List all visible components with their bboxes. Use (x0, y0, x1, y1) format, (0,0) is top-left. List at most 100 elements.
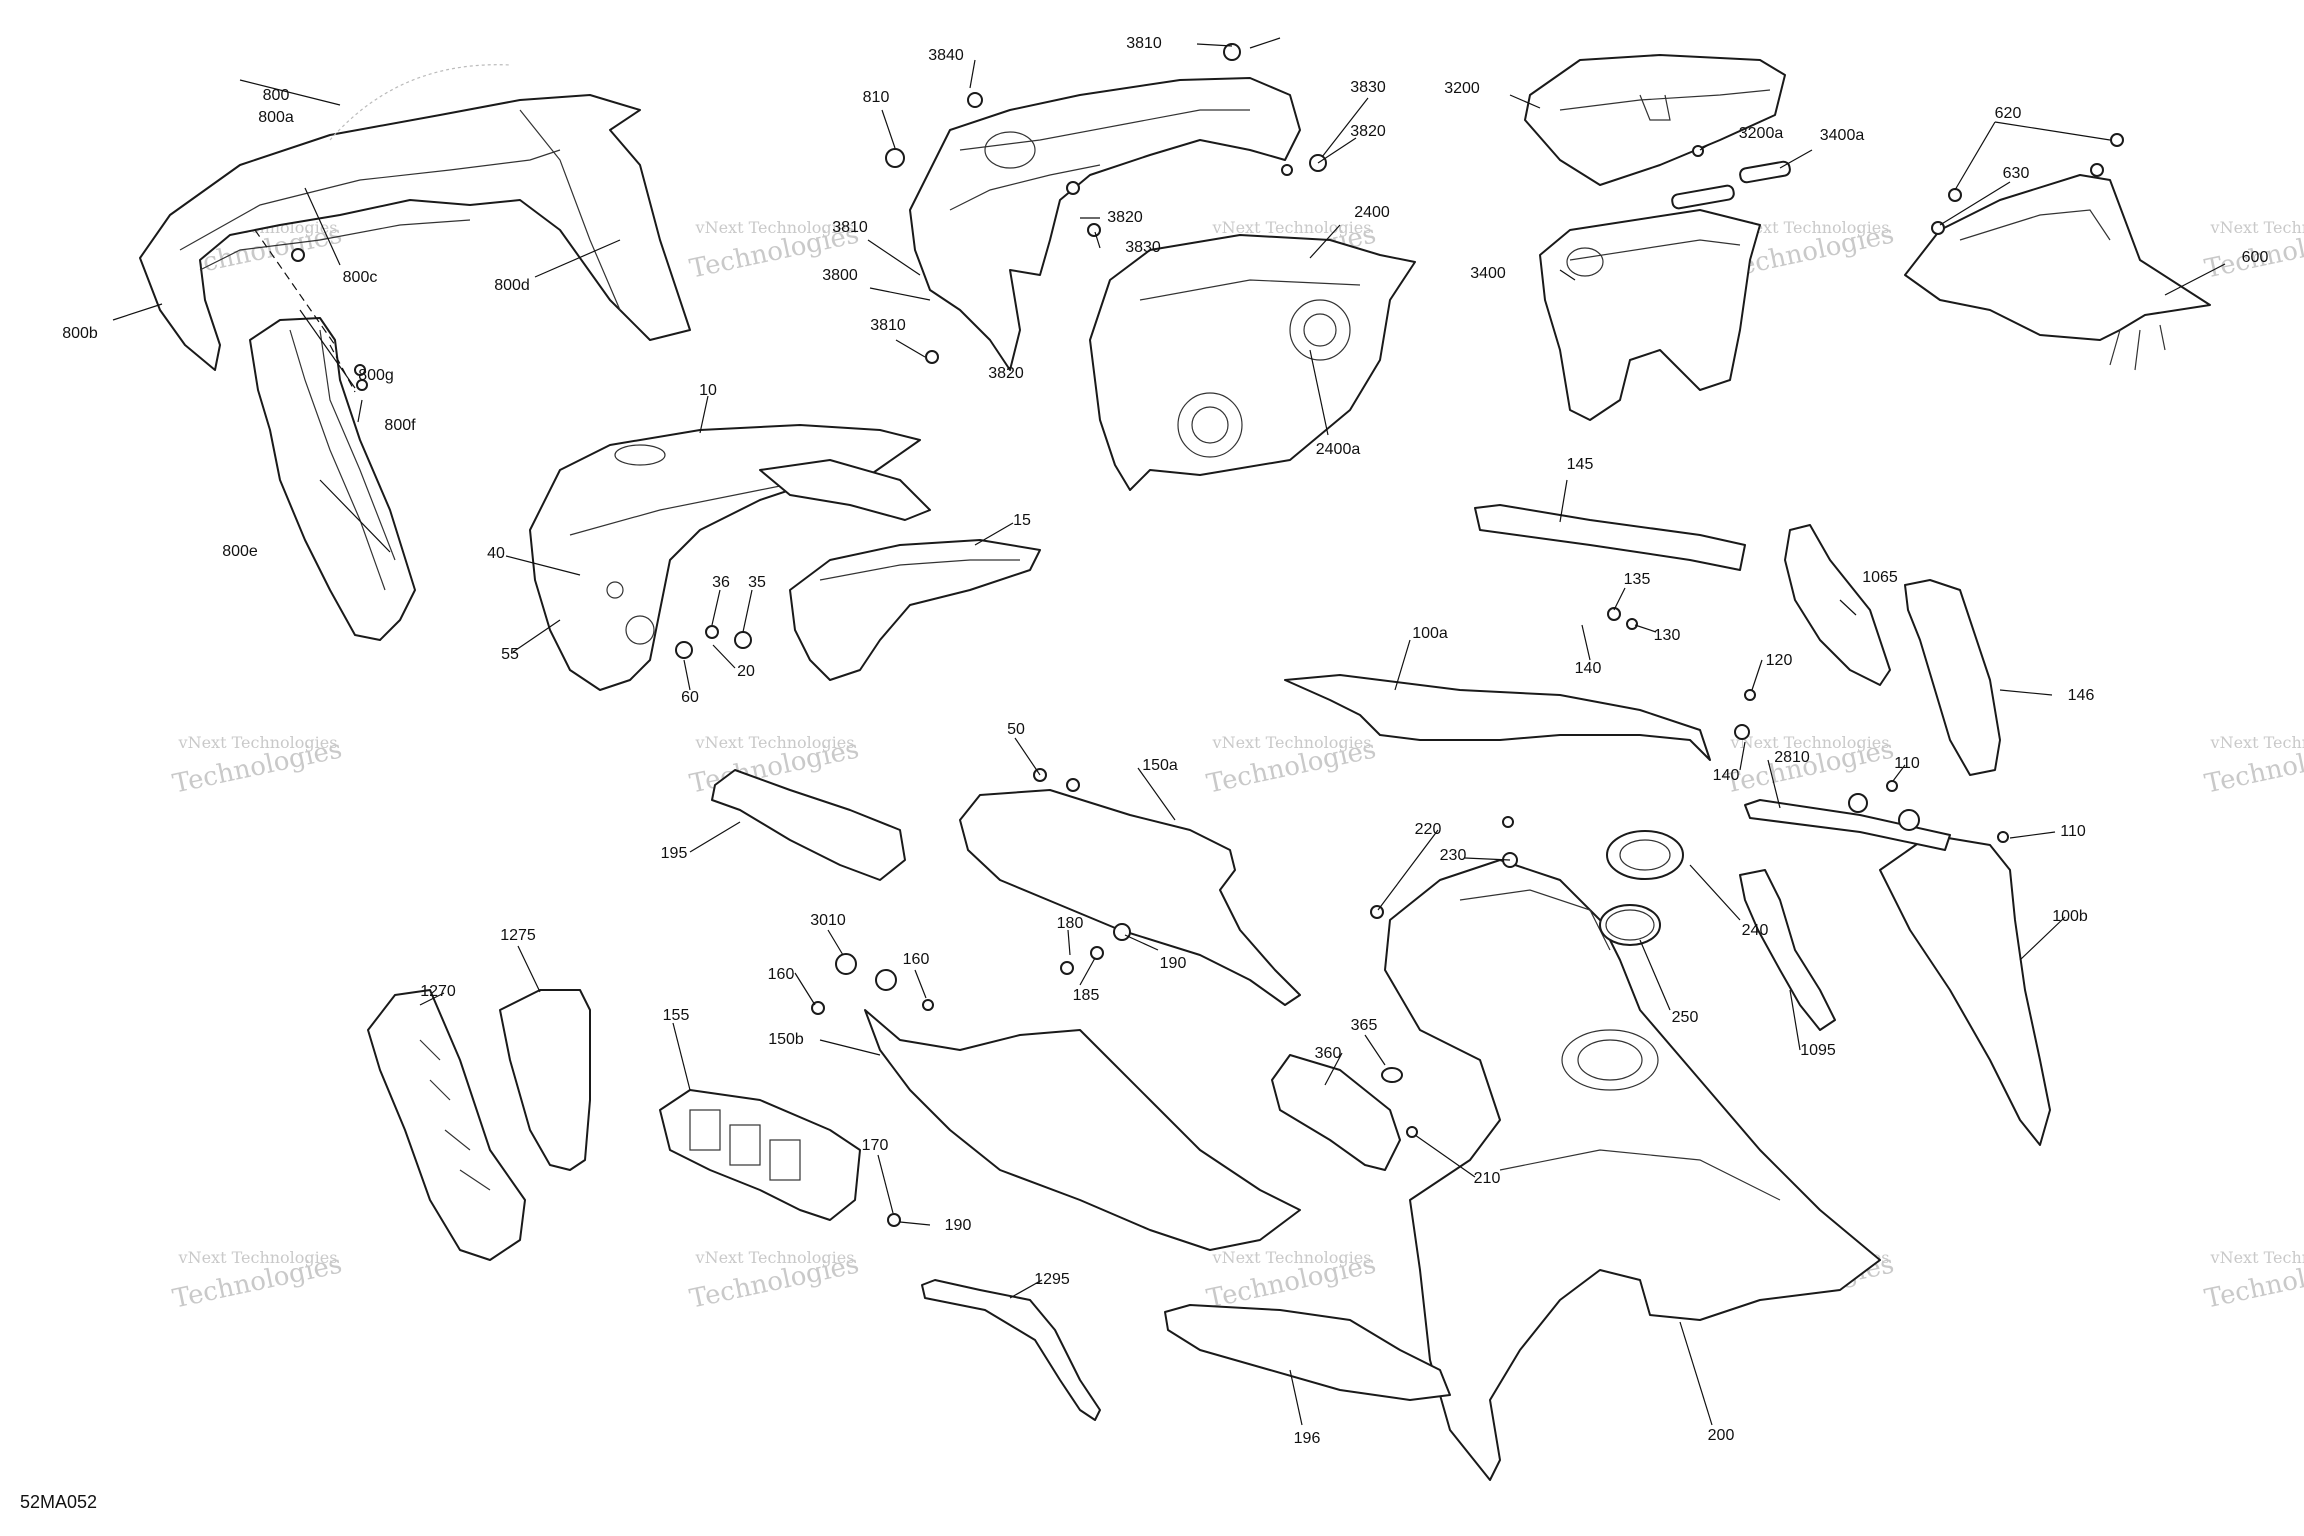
part-label-3200a: 3200a (1739, 125, 1784, 142)
part-800-fairing (139, 64, 691, 371)
part-label-40: 40 (487, 545, 505, 562)
part-label-3820: 3820 (1350, 123, 1386, 140)
watermark-text: vNext Technologies (695, 1248, 855, 1267)
part-label-800d: 800d (494, 277, 530, 294)
watermark-text: vNext Technologies (1730, 733, 1890, 752)
part-label-195: 195 (661, 845, 688, 862)
watermark-text: vNext Technologies (695, 733, 855, 752)
part-100b-side-cover (1879, 834, 2051, 1146)
part-label-600: 600 (2242, 249, 2269, 266)
part-360-support (1271, 1054, 1401, 1171)
part-label-800g: 800g (358, 367, 394, 384)
part-1270-panel (367, 989, 526, 1261)
part-label-140: 140 (1575, 660, 1602, 677)
watermark-text: vNext Technologies (2210, 218, 2304, 237)
part-200-tank (1384, 859, 1881, 1481)
watermark-text: vNext Technologies (178, 733, 338, 752)
part-label-3810: 3810 (832, 219, 868, 236)
part-label-10: 10 (699, 382, 717, 399)
part-3800-headlight-support (909, 77, 1301, 371)
part-label-800: 800 (263, 87, 290, 104)
part-label-365: 365 (1351, 1017, 1378, 1034)
part-label-3400: 3400 (1470, 265, 1506, 282)
part-label-3810: 3810 (1126, 35, 1162, 52)
part-label-210: 210 (1474, 1170, 1501, 1187)
diagram-code: 52MA052 (20, 1492, 98, 1512)
part-label-3840: 3840 (928, 47, 964, 64)
watermark-text: vNext Technologies (2210, 733, 2304, 752)
part-label-185: 185 (1073, 987, 1100, 1004)
part-label-190: 190 (945, 1217, 972, 1234)
part-196-trim (1164, 1304, 1451, 1401)
part-label-1275: 1275 (500, 927, 536, 944)
part-label-150a: 150a (1142, 757, 1178, 774)
watermark-text: vNext Technologies (1730, 218, 1890, 237)
part-150b-lower-panel (864, 1009, 1301, 1251)
watermark-text: vNext Technologies (1212, 733, 1372, 752)
part-365-grommet (1381, 1067, 1403, 1083)
part-240-ring (1606, 830, 1684, 880)
part-label-3820: 3820 (1107, 209, 1143, 226)
part-label-250: 250 (1672, 1009, 1699, 1026)
part-label-110: 110 (2060, 823, 2086, 840)
part-label-20: 20 (737, 663, 755, 680)
part-250-seal (1599, 904, 1661, 946)
part-label-150b: 150b (768, 1031, 804, 1048)
part-label-135: 135 (1624, 571, 1651, 588)
watermark-text: vNext Technologies (1212, 218, 1372, 237)
part-label-15: 15 (1013, 512, 1031, 529)
part-label-3810: 3810 (870, 317, 906, 334)
part-label-3800: 3800 (822, 267, 858, 284)
part-2810-bar (1744, 799, 1951, 851)
part-label-810: 810 (863, 89, 890, 106)
part-155-vent (659, 1089, 861, 1221)
part-3200-lid (1524, 54, 1786, 186)
part-label-220: 220 (1415, 821, 1442, 838)
watermark-text: vNext Technologies (695, 218, 855, 237)
part-600-rear-tray (1904, 174, 2211, 371)
part-label-50: 50 (1007, 721, 1025, 738)
part-label-3830: 3830 (1125, 239, 1161, 256)
part-label-170: 170 (862, 1137, 889, 1154)
watermark-text: vNext Technologies (2210, 1248, 2304, 1267)
part-2400-headlight (1089, 234, 1416, 491)
part-label-160: 160 (768, 966, 795, 983)
watermark-text: vNext Technologies (1212, 1248, 1372, 1267)
part-label-800c: 800c (343, 269, 378, 286)
part-1275-panel (499, 989, 591, 1171)
part-1095-strip (1739, 869, 1836, 1031)
part-label-36: 36 (712, 574, 730, 591)
part-label-3400a: 3400a (1820, 127, 1865, 144)
part-label-3200: 3200 (1444, 80, 1480, 97)
part-label-155: 155 (663, 1007, 690, 1024)
part-label-190: 190 (1160, 955, 1187, 972)
part-label-2400a: 2400a (1316, 441, 1361, 458)
part-800e-side-panel (249, 317, 416, 641)
part-label-160: 160 (903, 951, 930, 968)
part-195-trim (711, 769, 906, 881)
part-label-3820: 3820 (988, 365, 1024, 382)
part-label-630: 630 (2003, 165, 2030, 182)
dash-line (254, 229, 336, 346)
part-label-110: 110 (1894, 755, 1920, 772)
dash-line (329, 344, 356, 393)
part-label-800e: 800e (222, 543, 258, 560)
part-label-180: 180 (1057, 915, 1084, 932)
watermark-text: vNext Technologies (178, 1248, 338, 1267)
part-1295-trim (921, 1279, 1101, 1421)
part-100a-rail (1284, 674, 1711, 761)
part-label-100b: 100b (2052, 908, 2088, 925)
part-label-130: 130 (1654, 627, 1681, 644)
part-145-strip (1474, 504, 1746, 571)
part-146-panel (1904, 579, 2001, 776)
part-label-800b: 800b (62, 325, 98, 342)
part-label-100a: 100a (1412, 625, 1448, 642)
part-150a-side-panel (959, 789, 1301, 1006)
part-label-240: 240 (1742, 922, 1769, 939)
part-label-230: 230 (1440, 847, 1467, 864)
part-label-3010: 3010 (810, 912, 846, 929)
part-1065-panel (1784, 524, 1891, 686)
part-label-200: 200 (1708, 1427, 1735, 1444)
part-15-bracket (789, 539, 1041, 681)
